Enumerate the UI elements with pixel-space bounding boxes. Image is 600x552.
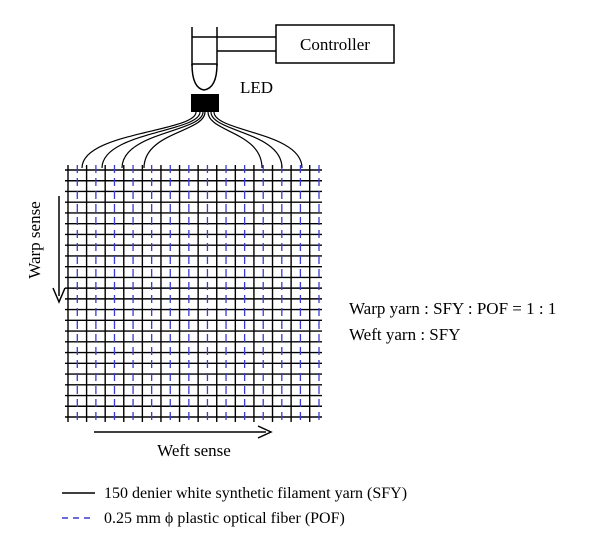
fiber-strand: [143, 111, 206, 169]
controller-label: Controller: [300, 35, 370, 54]
fiber-strand: [101, 111, 201, 169]
led-bulb: [191, 63, 218, 91]
warp-sense-arrow: [52, 196, 66, 304]
weft-sense-arrow: [94, 425, 273, 439]
fiber-strand: [207, 111, 263, 169]
weft-yarn-note: Weft yarn : SFY: [349, 325, 460, 344]
controller: Controller: [275, 24, 395, 64]
fiber-strand: [81, 111, 197, 169]
weft-sense-label: Weft sense: [157, 441, 231, 460]
led-holder: [191, 27, 276, 91]
fiber-strand: [121, 111, 204, 169]
fiber-strand: [210, 111, 283, 169]
warp-sense-label: Warp sense: [25, 201, 44, 278]
warp-yarn-note: Warp yarn : SFY : POF = 1 : 1: [349, 299, 556, 318]
legend: 150 denier white synthetic filament yarn…: [62, 485, 407, 527]
led-label: LED: [240, 78, 273, 97]
fiber-strand: [213, 111, 303, 169]
fiber-bundle: [81, 111, 303, 169]
legend-pof-label: 0.25 mm ϕ plastic optical fiber (POF): [104, 510, 345, 527]
legend-sfy-label: 150 denier white synthetic filament yarn…: [104, 485, 407, 502]
led-block: [191, 94, 219, 112]
fabric-grid: [65, 165, 322, 422]
controller-box: [275, 24, 395, 64]
